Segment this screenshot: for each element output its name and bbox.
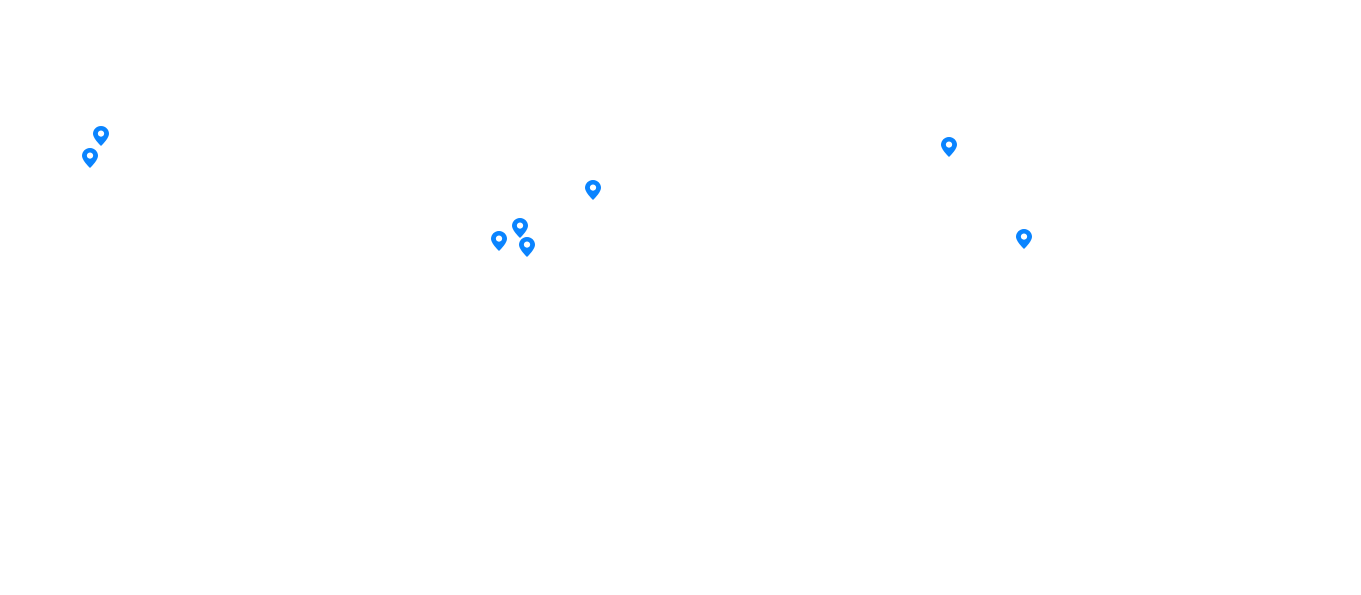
map-pin-icon (93, 126, 109, 146)
map-pin-icon (585, 180, 601, 200)
map-pin-icon (512, 218, 528, 238)
map-pin-marker[interactable] (490, 230, 508, 252)
map-pin-icon (941, 137, 957, 157)
map-pin-marker[interactable] (1015, 228, 1033, 250)
map-pin-marker[interactable] (511, 217, 529, 239)
map-pin-icon (1016, 229, 1032, 249)
map-pin-marker[interactable] (584, 179, 602, 201)
map-pin-marker[interactable] (92, 125, 110, 147)
map-pin-icon (82, 148, 98, 168)
map-pin-icon (519, 237, 535, 257)
map-pin-marker[interactable] (81, 147, 99, 169)
map-pin-icon (491, 231, 507, 251)
map-pin-marker[interactable] (518, 236, 536, 258)
map-pin-marker[interactable] (940, 136, 958, 158)
